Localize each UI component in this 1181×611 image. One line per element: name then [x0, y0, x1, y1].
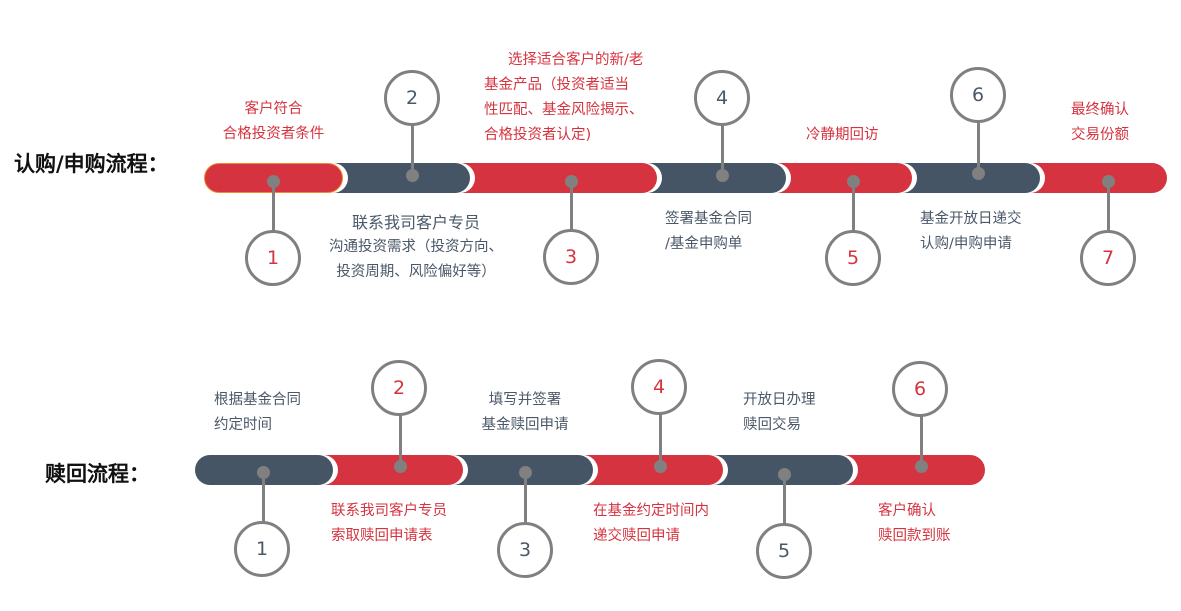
sub-bar-seg-2 — [330, 163, 470, 193]
sub-step-7-connector — [1106, 181, 1110, 231]
red-step-3-circle: 3 — [497, 522, 553, 578]
red-step-1-dot — [256, 465, 270, 479]
red-step-6-circle: 6 — [892, 361, 948, 417]
sub-step-1-connector — [271, 181, 275, 231]
sub-step-5-text: 冷静期回访 — [806, 127, 879, 143]
sub-step-4-dot — [715, 168, 729, 182]
sub-step-3-text: 选择适合客户的新/老基金产品（投资者适当性匹配、基金风险揭示、合格投资者认定) — [484, 52, 644, 143]
sub-step-2-connector — [410, 125, 414, 175]
sub-step-6-connector — [976, 122, 980, 173]
red-step-1-circle: 1 — [234, 521, 290, 577]
sub-bar-seg-5 — [776, 163, 912, 193]
sub-step-1-circle: 1 — [245, 230, 301, 286]
red-step-6-connector — [919, 416, 923, 466]
sub-step-4-circle: 4 — [694, 70, 750, 126]
sub-bar-seg-3 — [460, 163, 657, 193]
sub-bar-seg-7 — [1030, 163, 1167, 193]
red-step-4-circle: 4 — [631, 359, 687, 415]
sub-step-5-circle: 5 — [825, 230, 881, 286]
sub-step-1-dot — [266, 174, 280, 188]
red-step-4-dot — [653, 459, 667, 473]
sub-step-2-text: 联系我司客户专员沟通投资需求（投资方向、投资周期、风险偏好等） — [329, 213, 503, 280]
red-step-5-dot — [777, 467, 791, 481]
red-step-6-dot — [914, 459, 928, 473]
red-bar-seg-4 — [582, 455, 723, 485]
redemption-title: 赎回流程： — [45, 462, 150, 486]
sub-step-6-text: 基金开放日递交认购/申购申请 — [920, 211, 1022, 252]
red-step-2-text: 联系我司客户专员索取赎回申请表 — [331, 503, 447, 544]
red-step-6-text: 客户确认赎回款到账 — [878, 503, 951, 544]
red-step-2-connector — [398, 415, 402, 466]
red-bar-seg-6 — [842, 455, 985, 485]
sub-step-4-connector — [720, 125, 724, 175]
subscription-title: 认购/申购流程： — [14, 152, 169, 176]
red-step-3-connector — [523, 472, 527, 522]
red-step-1-text: 根据基金合同约定时间 — [214, 392, 301, 433]
sub-bar-seg-6 — [902, 163, 1040, 193]
sub-step-7-dot — [1101, 174, 1115, 188]
red-step-3-text: 填写并签署基金赎回申请 — [481, 392, 569, 433]
sub-step-5-dot — [846, 174, 860, 188]
red-step-4-connector — [658, 414, 662, 466]
sub-step-3-connector — [569, 181, 573, 231]
red-step-3-dot — [518, 465, 532, 479]
sub-step-1-text: 客户符合合格投资者条件 — [222, 101, 325, 142]
sub-step-7-circle: 7 — [1080, 230, 1136, 286]
red-step-2-dot — [393, 459, 407, 473]
red-step-4-text: 在基金约定时间内递交赎回申请 — [593, 503, 709, 544]
sub-step-2-dot — [405, 168, 419, 182]
red-step-1-connector — [261, 472, 265, 522]
red-step-5-connector — [782, 474, 786, 524]
sub-step-6-dot — [971, 166, 985, 180]
sub-step-7-text: 最终确认交易份额 — [1071, 102, 1129, 143]
sub-step-6-circle: 6 — [950, 67, 1006, 123]
sub-step-3-circle: 3 — [543, 229, 599, 285]
red-step-5-text: 开放日办理赎回交易 — [743, 392, 816, 433]
sub-step-3-dot — [564, 174, 578, 188]
sub-step-4-text: 签署基金合同/基金申购单 — [665, 211, 752, 252]
red-bar-seg-2 — [322, 455, 463, 485]
red-step-5-circle: 5 — [756, 523, 812, 579]
sub-step-2-circle: 2 — [384, 70, 440, 126]
sub-step-5-connector — [851, 181, 855, 231]
red-step-2-circle: 2 — [371, 360, 427, 416]
